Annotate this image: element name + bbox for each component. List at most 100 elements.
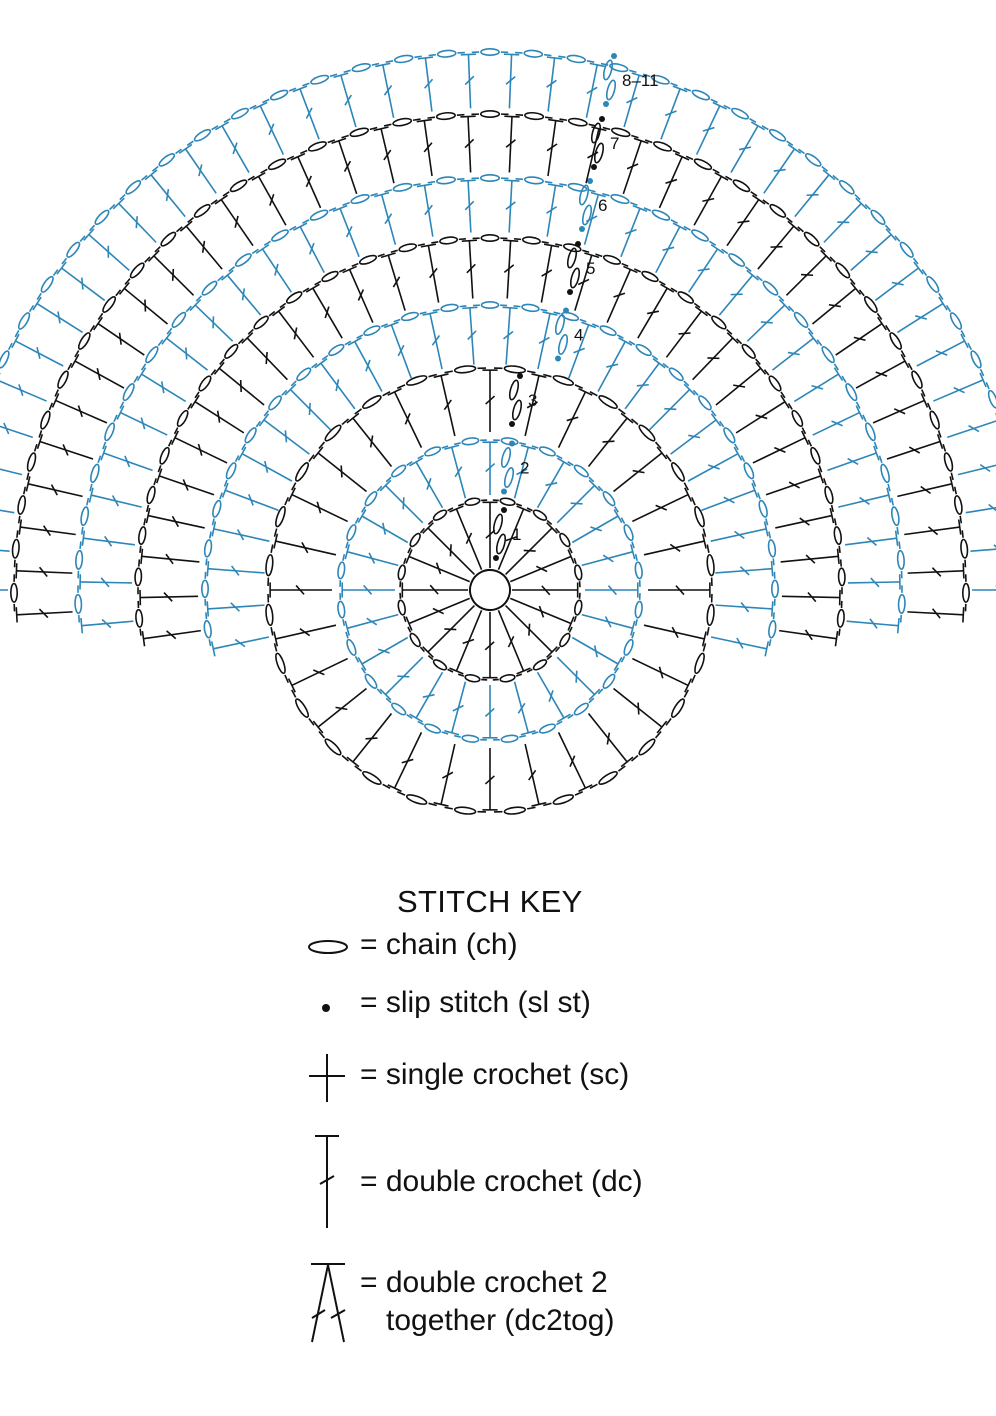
dc-slash — [269, 193, 275, 206]
chain-link — [515, 673, 523, 677]
chain-link — [959, 515, 963, 524]
chain-link — [321, 354, 329, 361]
chain-link — [345, 541, 349, 549]
key-title: STITCH KEY — [397, 884, 583, 919]
chain-stitch — [767, 539, 777, 558]
dc2tog-icon — [311, 1263, 346, 1343]
chain-link — [633, 268, 642, 273]
dc-top — [462, 306, 478, 310]
chain-link — [403, 615, 407, 623]
dc-top — [710, 413, 722, 427]
chain-link — [444, 370, 453, 374]
dc-top — [896, 618, 900, 634]
dc-top — [15, 563, 18, 579]
chain-stitch — [364, 491, 378, 507]
chain-stitch — [723, 427, 736, 444]
chain-link — [644, 139, 653, 144]
chain-stitch — [635, 343, 652, 357]
dc-top — [112, 197, 125, 210]
dc-slash — [801, 273, 814, 277]
dc-slash — [577, 278, 590, 286]
dc-top — [578, 387, 593, 396]
chain-stitch — [391, 702, 407, 716]
chain-link — [167, 439, 173, 447]
chain-link — [579, 318, 587, 323]
chain-stitch — [11, 538, 20, 559]
dc-top — [444, 444, 460, 450]
dc-slash — [392, 276, 401, 288]
chain-link — [343, 69, 351, 74]
chain-link — [634, 619, 638, 626]
chain-stitch — [768, 375, 782, 392]
dc-top — [190, 394, 200, 409]
slip-stitch-dot — [575, 241, 581, 247]
dc-top — [938, 296, 948, 311]
chain-link — [942, 443, 947, 452]
chain-stitch — [821, 346, 835, 364]
dc-slash — [485, 462, 496, 473]
chain-stitch — [351, 63, 371, 73]
chain-stitch — [424, 446, 442, 457]
chain-stitch — [677, 291, 695, 304]
chain-link — [38, 430, 43, 438]
dc-top — [913, 261, 924, 275]
chain-link — [89, 483, 93, 492]
chain-link — [704, 310, 712, 317]
turning-chain — [602, 59, 614, 81]
dc-slash — [265, 352, 268, 365]
dc-slash — [464, 75, 475, 86]
chain-stitch — [698, 395, 712, 411]
slip-stitch-dot — [493, 555, 499, 561]
chain-link — [543, 802, 552, 807]
dc-top — [502, 239, 519, 242]
chain-link — [818, 465, 823, 473]
dc-slash — [866, 536, 877, 546]
dc-slash — [665, 178, 678, 185]
chain-stitch — [524, 111, 545, 121]
dc-slash — [738, 146, 752, 151]
slip-stitch-dot — [599, 116, 605, 122]
dc-top — [409, 457, 424, 467]
dc-top — [357, 656, 367, 671]
chain-link — [187, 402, 193, 410]
chain-link — [195, 295, 203, 302]
chain-link — [702, 643, 707, 652]
chain-link — [22, 486, 27, 495]
chain-link — [74, 350, 80, 358]
dc-top — [588, 479, 601, 492]
chain-link — [417, 454, 425, 460]
dc-slash — [993, 544, 996, 548]
chain-link — [692, 389, 699, 396]
chain-stitch — [74, 593, 83, 614]
dc-top — [590, 191, 606, 198]
chain-stitch — [391, 464, 407, 478]
dc-top — [764, 641, 770, 657]
dc-stem — [0, 425, 34, 439]
chain-stitch — [651, 209, 671, 221]
chain-link — [546, 655, 553, 661]
dc-top — [652, 358, 666, 369]
round-label: 8–11 — [622, 71, 659, 90]
dc-slash — [57, 311, 61, 324]
chain-link — [630, 754, 639, 762]
slip-stitch-dot — [567, 289, 573, 295]
chain-link — [217, 275, 224, 282]
dc-top — [733, 446, 743, 461]
chain-stitch — [623, 638, 634, 656]
chain-link — [938, 292, 944, 300]
chain-link — [896, 526, 900, 535]
chain-link — [670, 219, 678, 224]
chain-link — [342, 619, 346, 626]
dc-stem — [946, 420, 996, 439]
chain-link — [396, 384, 406, 390]
dc-slash — [548, 690, 554, 703]
dc-slash — [198, 164, 203, 177]
chain-link — [756, 275, 763, 282]
dc-slash — [340, 465, 343, 478]
dc-slash — [806, 193, 819, 197]
dc-slash — [96, 368, 101, 381]
chain-link — [708, 240, 717, 247]
dc-slash — [664, 110, 677, 117]
dc-top — [780, 394, 790, 409]
chain-link — [390, 249, 398, 254]
